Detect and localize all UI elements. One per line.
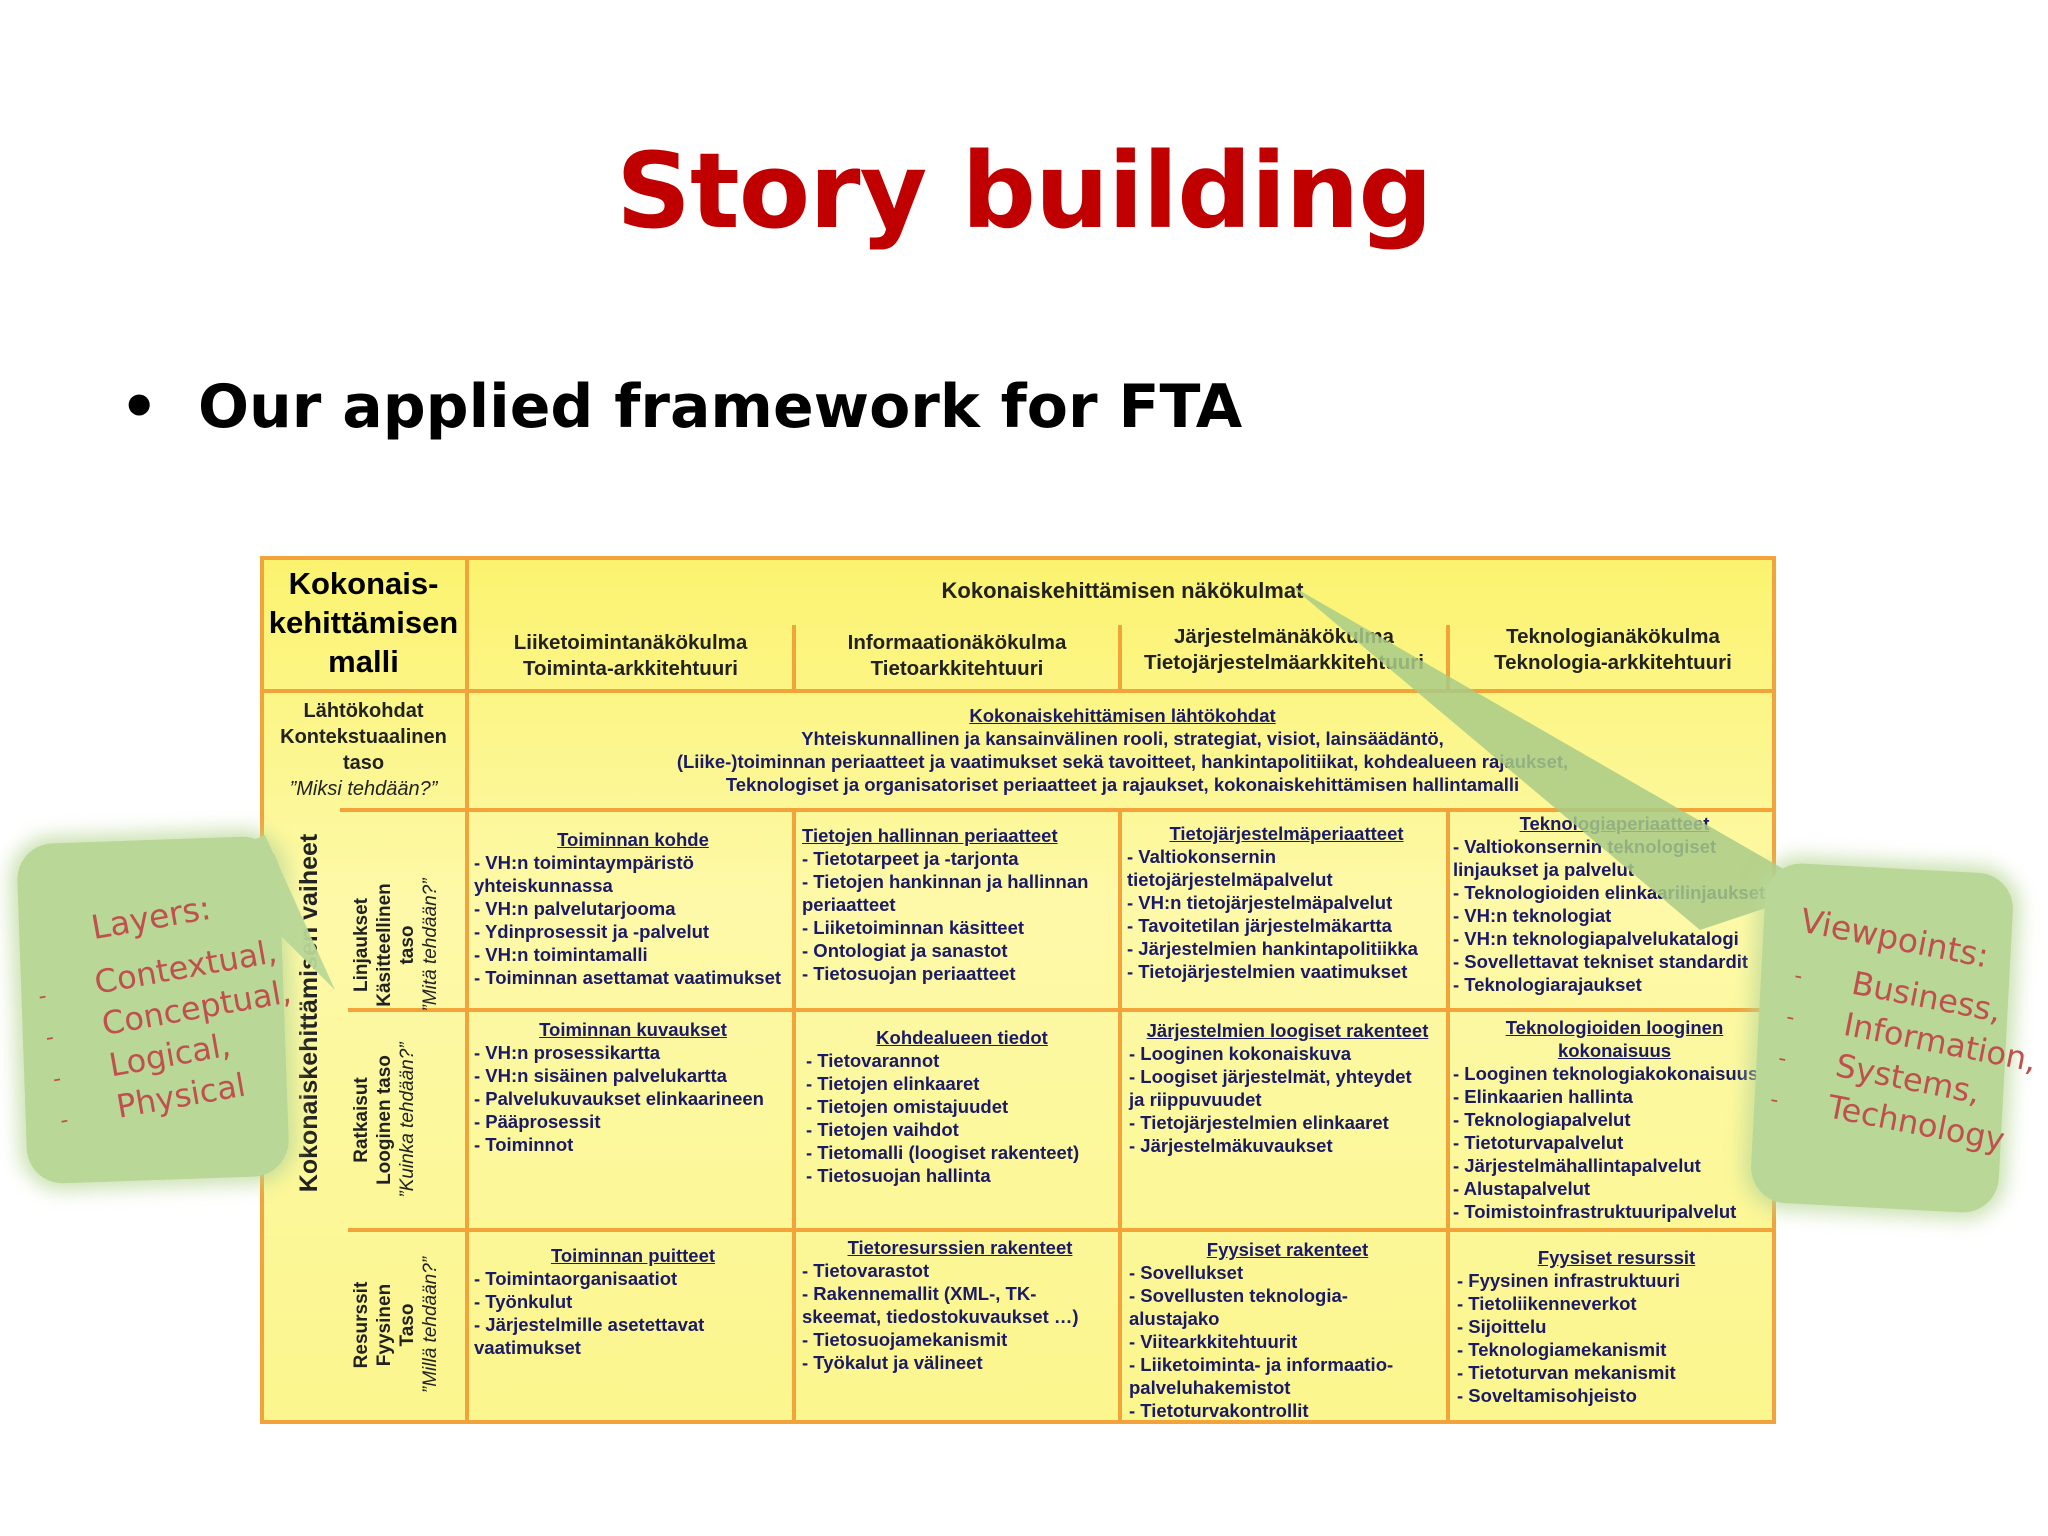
cell-conceptual-business: Toiminnan kohde - VH:n toimintaympäristö… [474, 829, 782, 988]
bullet-text: Our applied framework for FTA [198, 372, 1243, 442]
phases-vertical-label: Kokonaiskehittämisen vaiheet [295, 833, 323, 1193]
cell-physical-business: Toiminnan puitteet - Toimintaorganisaati… [474, 1245, 716, 1358]
corner-header: Kokonais- kehittämisen malli [268, 566, 459, 679]
cell-logical-information: Kohdealueen tiedot - Tietovarannot- Tiet… [806, 1027, 1080, 1186]
bullet-item: • Our applied framework for FTA [120, 372, 1242, 442]
bullet-dot-icon: • [120, 372, 159, 442]
cell-logical-systems: Järjestelmien loogiset rakenteet - Loogi… [1129, 1020, 1429, 1156]
cell-physical-information: Tietoresurssien rakenteet - Tietovarasto… [802, 1237, 1079, 1373]
cell-conceptual-information: Tietojen hallinnan periaatteet - Tietota… [802, 825, 1089, 984]
viewpoints-callout: Viewpoints: -Business, -Information, -Sy… [1749, 861, 2040, 1215]
cell-physical-technology: Fyysiset resurssit - Fyysinen infrastruk… [1457, 1247, 1696, 1406]
context-label: Lähtökohdat Kontekstuaalinen taso ”Miksi… [280, 700, 447, 800]
cell-conceptual-technology: Teknologiaperiaatteet - Valtiokonsernin … [1453, 813, 1766, 995]
viewpoints-header: Kokonaiskehittämisen näkökulmat [941, 578, 1304, 603]
cell-logical-business: Toiminnan kuvaukset - VH:n prosessikartt… [474, 1019, 764, 1155]
cell-physical-systems: Fyysiset rakenteet - Sovellukset- Sovell… [1129, 1239, 1394, 1421]
cell-logical-technology: Teknologioiden looginen kokonaisuus - Lo… [1453, 1017, 1759, 1222]
cell-conceptual-systems: Tietojärjestelmäperiaatteet - Valtiokons… [1127, 823, 1418, 982]
layers-callout-title: Layers: [88, 887, 214, 948]
context-content: Kokonaiskehittämisen lähtökohdat Yhteisk… [676, 705, 1569, 795]
slide-title: Story building [616, 130, 1433, 252]
layers-callout: Layers: -Contextual, -Conceptual, -Logic… [16, 835, 294, 1185]
